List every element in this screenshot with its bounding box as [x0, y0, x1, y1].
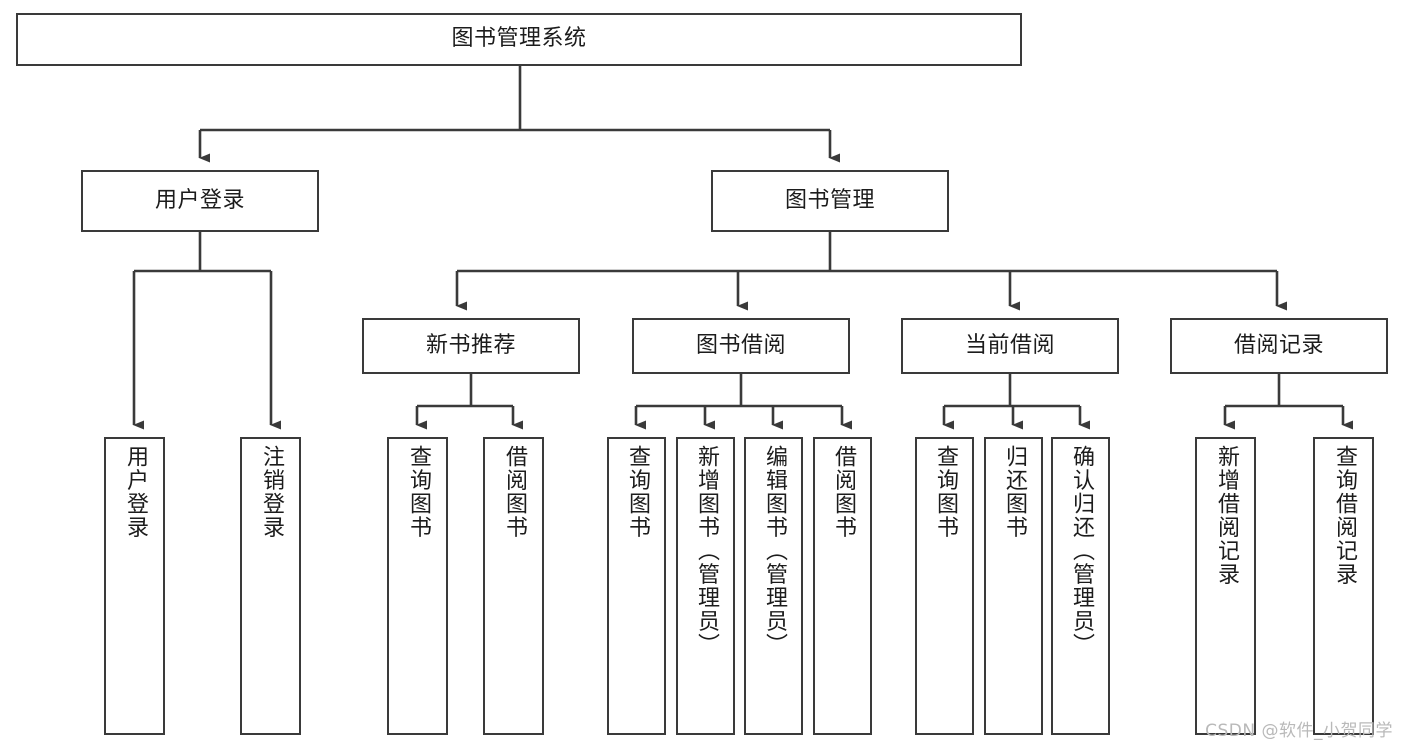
node-current-borrow-label: 当前借阅: [964, 332, 1055, 358]
leaf-borrow-book-newbook[interactable]: 借阅图书: [483, 437, 544, 735]
node-new-book-recommend[interactable]: 新书推荐: [362, 318, 580, 374]
leaf-borrow-book[interactable]: 借阅图书: [813, 437, 872, 735]
leaf-confirm-return-admin-label: 确认归还（管理员）: [1068, 445, 1094, 657]
node-user-login-label: 用户登录: [154, 187, 245, 213]
node-current-borrow[interactable]: 当前借阅: [901, 318, 1119, 374]
leaf-query-book-current-label: 查询图书: [932, 445, 958, 539]
leaf-add-book-admin-label: 新增图书（管理员）: [693, 445, 719, 657]
node-root[interactable]: 图书管理系统: [16, 13, 1022, 66]
leaf-user-login[interactable]: 用户登录: [104, 437, 165, 735]
leaf-borrow-book-newbook-label: 借阅图书: [501, 445, 527, 539]
node-user-login[interactable]: 用户登录: [81, 170, 319, 232]
leaf-query-book-borrow[interactable]: 查询图书: [607, 437, 666, 735]
leaf-edit-book-admin[interactable]: 编辑图书（管理员）: [744, 437, 803, 735]
leaf-query-book-current[interactable]: 查询图书: [915, 437, 974, 735]
leaf-query-book-newbook[interactable]: 查询图书: [387, 437, 448, 735]
node-borrow-records-label: 借阅记录: [1233, 332, 1324, 358]
node-new-book-recommend-label: 新书推荐: [425, 332, 516, 358]
node-book-borrow-label: 图书借阅: [695, 332, 786, 358]
leaf-borrow-book-label: 借阅图书: [830, 445, 856, 539]
leaf-add-book-admin[interactable]: 新增图书（管理员）: [676, 437, 735, 735]
leaf-edit-book-admin-label: 编辑图书（管理员）: [761, 445, 787, 657]
leaf-return-book-label: 归还图书: [1001, 445, 1027, 539]
leaf-confirm-return-admin[interactable]: 确认归还（管理员）: [1051, 437, 1110, 735]
leaf-logout-label: 注销登录: [258, 445, 284, 539]
leaf-logout[interactable]: 注销登录: [240, 437, 301, 735]
leaf-add-borrow-record-label: 新增借阅记录: [1213, 445, 1239, 586]
csdn-watermark: CSDN @软件_小贺同学: [1205, 721, 1393, 741]
leaf-query-borrow-record[interactable]: 查询借阅记录: [1313, 437, 1374, 735]
node-root-label: 图书管理系统: [451, 26, 587, 52]
node-book-borrow[interactable]: 图书借阅: [632, 318, 850, 374]
node-book-management[interactable]: 图书管理: [711, 170, 949, 232]
node-book-management-label: 图书管理: [784, 187, 875, 213]
leaf-query-book-borrow-label: 查询图书: [624, 445, 650, 539]
leaf-user-login-label: 用户登录: [122, 445, 148, 539]
node-borrow-records[interactable]: 借阅记录: [1170, 318, 1388, 374]
leaf-add-borrow-record[interactable]: 新增借阅记录: [1195, 437, 1256, 735]
leaf-return-book[interactable]: 归还图书: [984, 437, 1043, 735]
leaf-query-book-newbook-label: 查询图书: [405, 445, 431, 539]
leaf-query-borrow-record-label: 查询借阅记录: [1331, 445, 1357, 586]
